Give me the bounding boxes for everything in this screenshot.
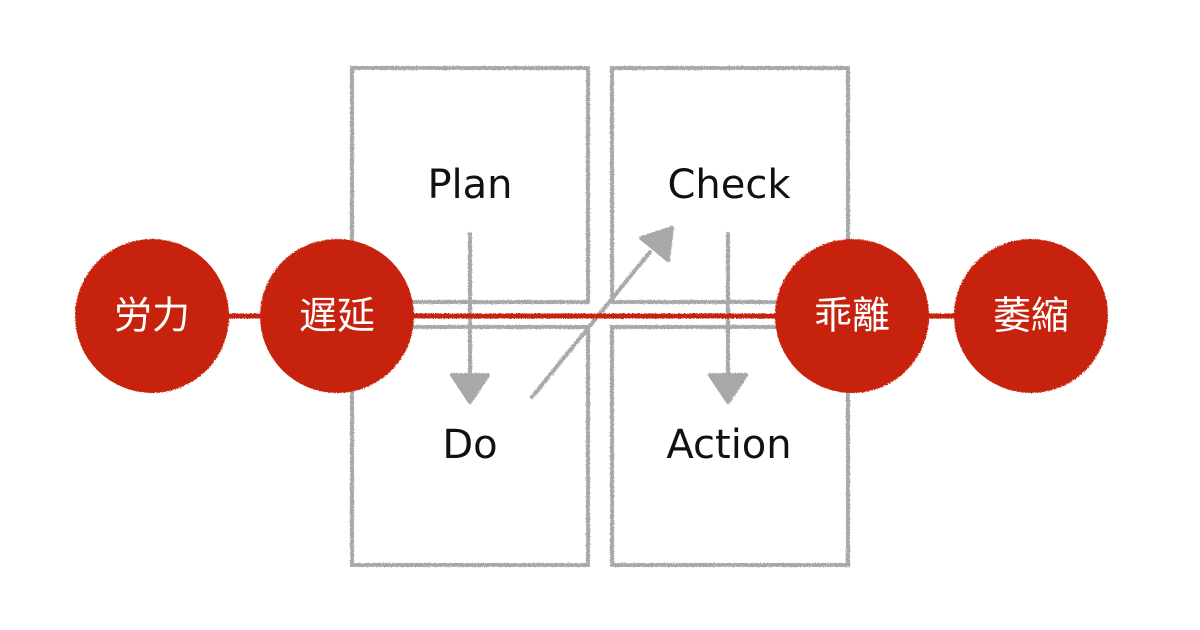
arrowhead-down-icon — [450, 373, 490, 404]
arrowhead-down-icon — [708, 373, 748, 404]
action-box — [610, 325, 850, 567]
circle-kairi — [775, 239, 929, 393]
arrowhead-diagonal-icon — [639, 226, 674, 262]
circle-label: 労力 — [114, 294, 190, 338]
check-label: Check — [667, 162, 791, 208]
circle-chien — [260, 239, 414, 393]
circle-label: 遅延 — [299, 294, 375, 338]
circle-label: 萎縮 — [993, 294, 1069, 338]
circle-rouryoku — [75, 239, 229, 393]
plan-box — [350, 66, 590, 304]
plan-label: Plan — [427, 162, 512, 208]
circle-ishuku — [954, 239, 1108, 393]
do-label: Do — [442, 422, 497, 468]
do-box — [350, 325, 590, 567]
circle-label: 乖離 — [814, 294, 890, 338]
do-to-check-arrow — [530, 250, 652, 399]
check-box — [610, 66, 850, 304]
action-label: Action — [666, 422, 791, 468]
